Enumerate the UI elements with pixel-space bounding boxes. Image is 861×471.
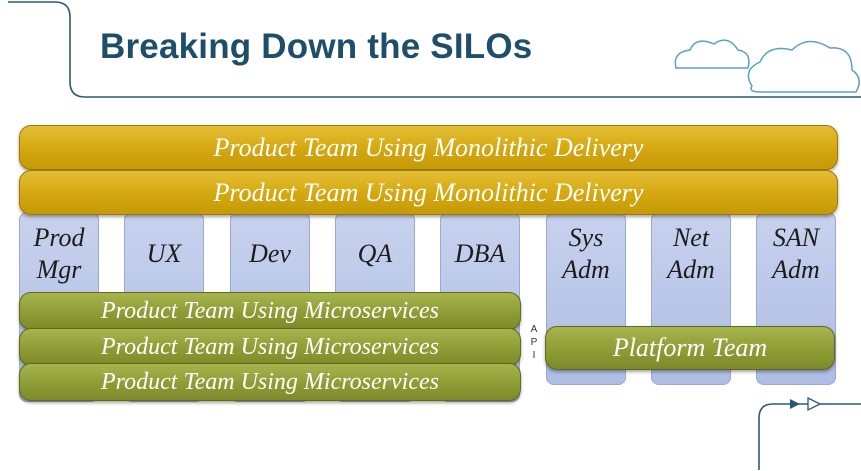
microservices-team-bar: Product Team Using Microservices <box>19 328 521 366</box>
arrow-icon <box>790 399 800 409</box>
silo-label: Dev <box>249 239 291 268</box>
monolithic-team-bar: Product Team Using Monolithic Delivery <box>19 125 838 170</box>
page-title: Breaking Down the SILOs <box>100 27 533 66</box>
silo-label: Sys Adm <box>562 223 610 284</box>
cloud-icon <box>674 39 860 93</box>
silo-label: Net Adm <box>667 223 715 284</box>
header-frame-line <box>8 1 861 98</box>
api-label: A P I <box>530 324 538 361</box>
silo-label: Prod Mgr <box>33 223 85 284</box>
monolithic-team-bar: Product Team Using Monolithic Delivery <box>19 170 838 215</box>
platform-team-bar: Platform Team <box>545 326 835 370</box>
microservices-team-bar: Product Team Using Microservices <box>19 363 521 401</box>
footer-connector-line <box>758 403 861 470</box>
silo-label: UX <box>146 239 182 268</box>
silo-label: DBA <box>454 239 506 268</box>
silo-label: QA <box>357 239 393 268</box>
microservices-team-bar: Product Team Using Microservices <box>19 292 521 330</box>
arrow-icon <box>807 396 822 412</box>
silo-label: SAN Adm <box>772 223 820 284</box>
